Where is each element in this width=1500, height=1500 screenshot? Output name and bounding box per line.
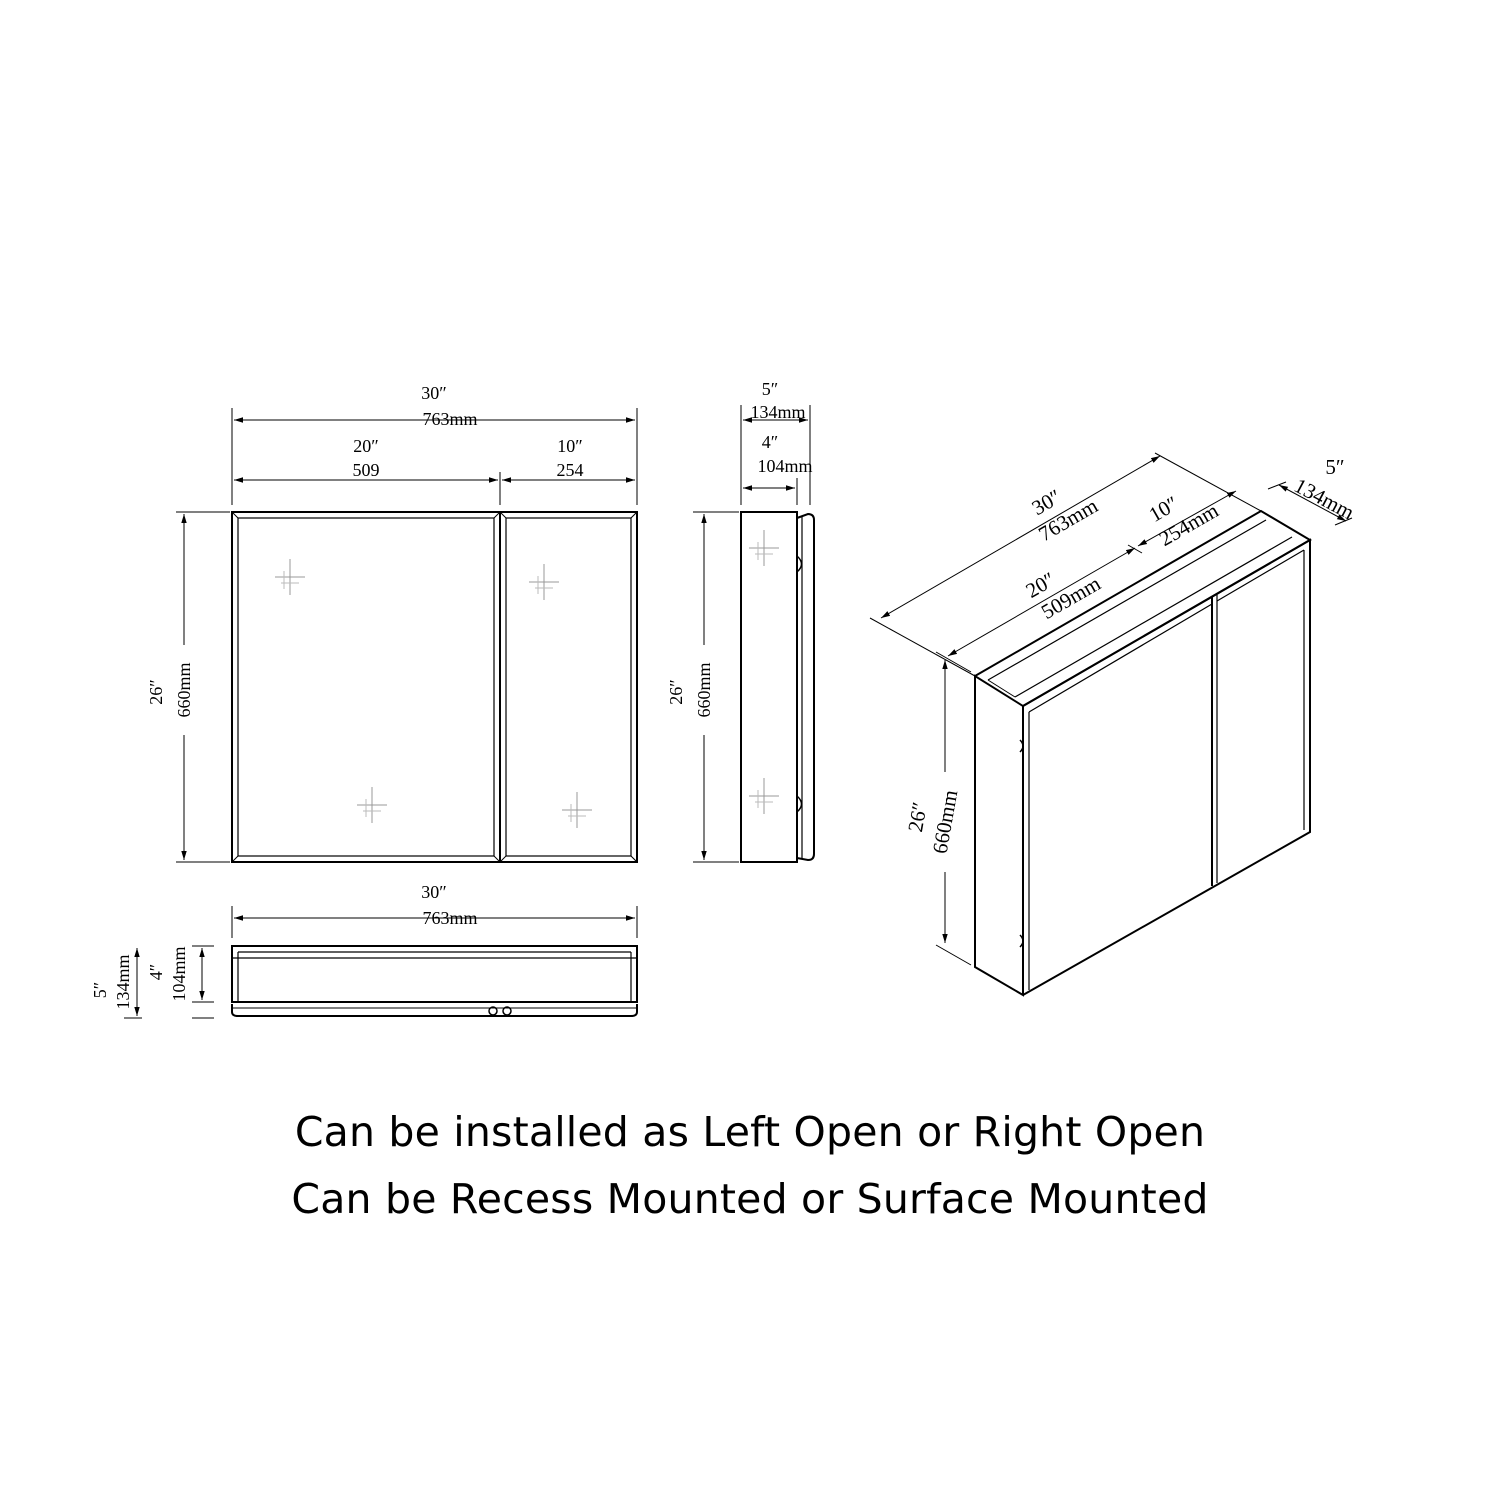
isometric-view: 30″ 763mm 20″ 509mm 10″ 254mm 5″ 134mm bbox=[869, 452, 1358, 997]
top-width-mm: 763mm bbox=[422, 908, 477, 928]
front-cabinet-outline bbox=[231, 511, 638, 863]
side-inner-depth-in: 4″ bbox=[762, 432, 779, 452]
side-cabinet-outline bbox=[740, 511, 815, 863]
top-inner-depth-in: 4″ bbox=[146, 964, 166, 981]
iso-height-in: 26″ bbox=[903, 800, 932, 833]
front-height-mm: 660mm bbox=[174, 662, 194, 717]
front-right-door-width-mm: 254 bbox=[557, 460, 584, 480]
caption-left-right-open: Can be installed as Left Open or Right O… bbox=[294, 1108, 1206, 1156]
front-overall-width-dimension: 30″ 763mm bbox=[234, 383, 635, 429]
side-inner-depth-mm: 104mm bbox=[757, 456, 812, 476]
mirror-sparkles bbox=[274, 558, 593, 829]
top-depth-mm: 134mm bbox=[113, 954, 133, 1009]
top-view: 30″ 763mm 5″ 134mm bbox=[90, 882, 638, 1019]
front-view: 30″ 763mm 20″ 509 10″ 254 bbox=[146, 383, 638, 863]
side-depth-in: 5″ bbox=[762, 379, 779, 399]
top-width-in: 30″ bbox=[421, 882, 447, 902]
side-height-mm: 660mm bbox=[694, 662, 714, 717]
top-inner-depth-mm: 104mm bbox=[169, 946, 189, 1001]
front-height-dimension: 26″ 660mm bbox=[146, 514, 202, 860]
side-inner-depth-dimension: 4″ 104mm bbox=[743, 432, 813, 491]
side-depth-mm: 134mm bbox=[750, 402, 805, 422]
iso-depth-in: 5″ bbox=[1325, 455, 1344, 479]
front-left-door-width-in: 20″ bbox=[353, 436, 379, 456]
top-depth-dimension: 5″ 134mm bbox=[90, 948, 140, 1016]
front-overall-width-in: 30″ bbox=[421, 383, 447, 403]
side-view: 5″ 134mm 4″ 104mm 26″ 660mm bbox=[666, 379, 815, 863]
front-right-door-width-in: 10″ bbox=[557, 436, 583, 456]
front-height-in: 26″ bbox=[146, 679, 166, 705]
front-left-door-width-mm: 509 bbox=[353, 460, 380, 480]
iso-depth-dimension: 5″ 134mm bbox=[1278, 455, 1358, 524]
caption-recess-surface-mount: Can be Recess Mounted or Surface Mounted bbox=[291, 1175, 1209, 1223]
side-height-in: 26″ bbox=[666, 679, 686, 705]
iso-depth-mm: 134mm bbox=[1290, 473, 1358, 524]
front-door-width-dimensions: 20″ 509 10″ 254 bbox=[234, 436, 635, 483]
side-height-dimension: 26″ 660mm bbox=[666, 514, 720, 860]
front-overall-width-mm: 763mm bbox=[422, 409, 477, 429]
top-depth-in: 5″ bbox=[90, 982, 110, 999]
top-inner-depth-dimension: 4″ 104mm bbox=[146, 946, 205, 1002]
side-depth-dimension: 5″ 134mm bbox=[743, 379, 808, 423]
iso-height-dimension: 26″ 660mm bbox=[903, 660, 965, 943]
top-cabinet-outline bbox=[231, 945, 638, 1017]
top-width-dimension: 30″ 763mm bbox=[234, 882, 635, 928]
